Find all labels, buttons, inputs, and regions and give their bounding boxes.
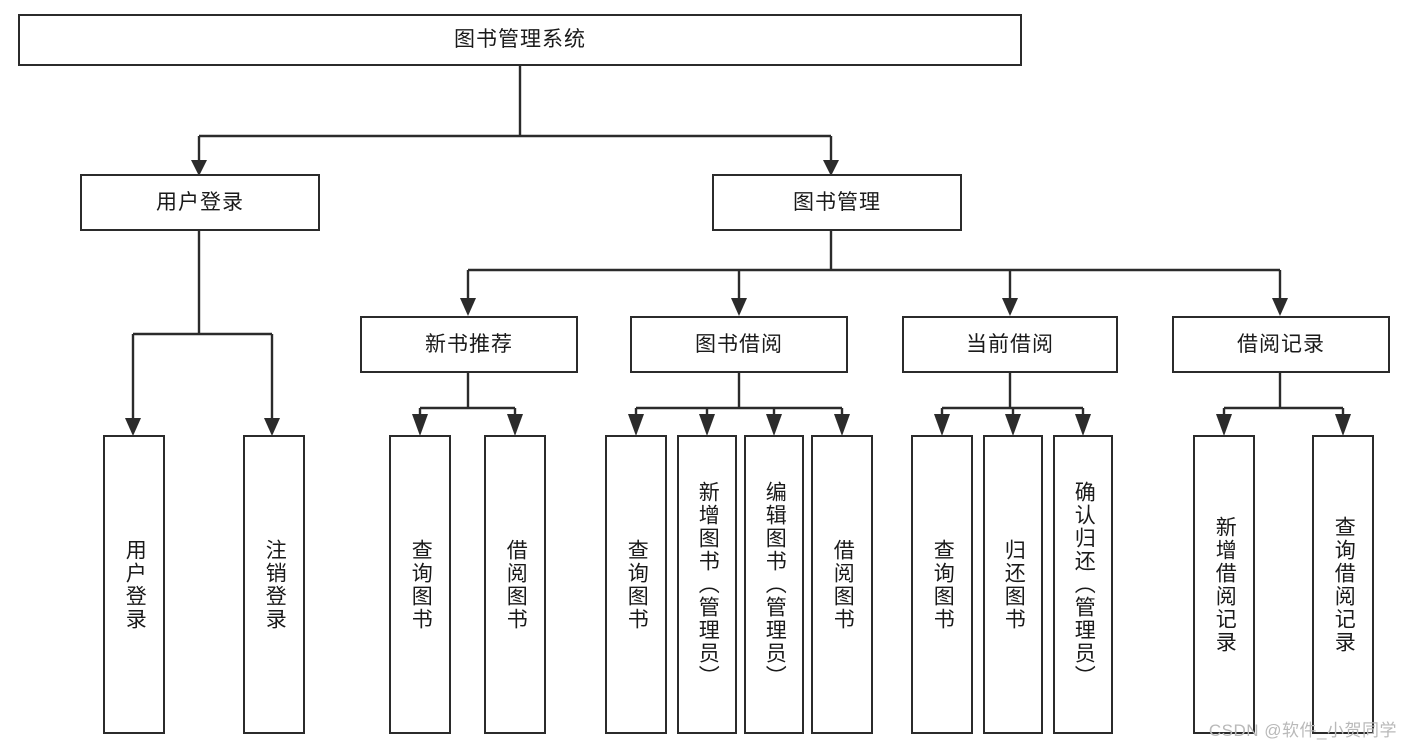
leaf-logout[interactable]: 注销登录 [243,435,305,734]
leaf-add-book-admin[interactable]: 新增图书（管理员） [677,435,737,734]
node-label: 图书借阅 [695,332,783,356]
arrowhead-leaf-query-record [1335,414,1351,436]
arrowhead-leaf-add-book [699,414,715,436]
arrowhead-new-book-recommend [460,298,476,316]
arrowhead-leaf-edit-book [766,414,782,436]
leaf-query-book-borrow[interactable]: 查询图书 [605,435,667,734]
node-label: 图书管理 [793,190,881,214]
arrowhead-leaf-confirm-return [1075,414,1091,436]
node-book-manage[interactable]: 图书管理 [712,174,962,231]
node-new-book-recommend[interactable]: 新书推荐 [360,316,578,373]
node-label: 新增图书（管理员） [696,481,720,688]
arrowhead-leaf-logout [264,418,280,436]
node-label: 确认归还（管理员） [1072,481,1096,688]
leaf-borrow-book[interactable]: 借阅图书 [811,435,873,734]
node-label: 查询图书 [625,538,649,631]
node-label: 用户登录 [156,190,244,214]
leaf-query-borrow-record[interactable]: 查询借阅记录 [1312,435,1374,734]
node-borrow-record[interactable]: 借阅记录 [1172,316,1390,373]
node-user-login[interactable]: 用户登录 [80,174,320,231]
leaf-edit-book-admin[interactable]: 编辑图书（管理员） [744,435,804,734]
leaf-query-book-recommend[interactable]: 查询图书 [389,435,451,734]
leaf-query-book-current[interactable]: 查询图书 [911,435,973,734]
node-label: 借阅图书 [504,538,528,631]
node-label: 新书推荐 [425,332,513,356]
leaf-confirm-return-admin[interactable]: 确认归还（管理员） [1053,435,1113,734]
arrowhead-leaf-query-book-2 [628,414,644,436]
node-label: 归还图书 [1002,538,1026,631]
node-label: 借阅记录 [1237,332,1325,356]
node-label: 借阅图书 [831,538,855,631]
arrowhead-book-borrow [731,298,747,316]
node-label: 图书管理系统 [454,28,586,52]
arrowhead-leaf-query-book-3 [934,414,950,436]
node-label: 查询图书 [409,538,433,631]
node-label: 注销登录 [263,538,287,631]
node-label: 查询图书 [931,538,955,631]
node-label: 用户登录 [123,538,147,631]
node-current-borrow[interactable]: 当前借阅 [902,316,1118,373]
leaf-user-login[interactable]: 用户登录 [103,435,165,734]
node-label: 当前借阅 [966,332,1054,356]
arrowhead-leaf-user-login [125,418,141,436]
arrowhead-leaf-borrow-book-1 [507,414,523,436]
node-label: 编辑图书（管理员） [763,481,787,688]
arrowhead-borrow-record [1272,298,1288,316]
leaf-borrow-book-recommend[interactable]: 借阅图书 [484,435,546,734]
arrowhead-leaf-borrow-book-2 [834,414,850,436]
arrowhead-current-borrow [1002,298,1018,316]
arrowhead-leaf-return-book [1005,414,1021,436]
node-root-system[interactable]: 图书管理系统 [18,14,1022,66]
watermark-text: CSDN @软件_小贺同学 [1208,721,1397,740]
arrowhead-leaf-query-book-1 [412,414,428,436]
node-label: 查询借阅记录 [1332,515,1356,654]
leaf-return-book[interactable]: 归还图书 [983,435,1043,734]
leaf-add-borrow-record[interactable]: 新增借阅记录 [1193,435,1255,734]
node-book-borrow[interactable]: 图书借阅 [630,316,848,373]
node-label: 新增借阅记录 [1213,515,1237,654]
arrowhead-leaf-add-record [1216,414,1232,436]
